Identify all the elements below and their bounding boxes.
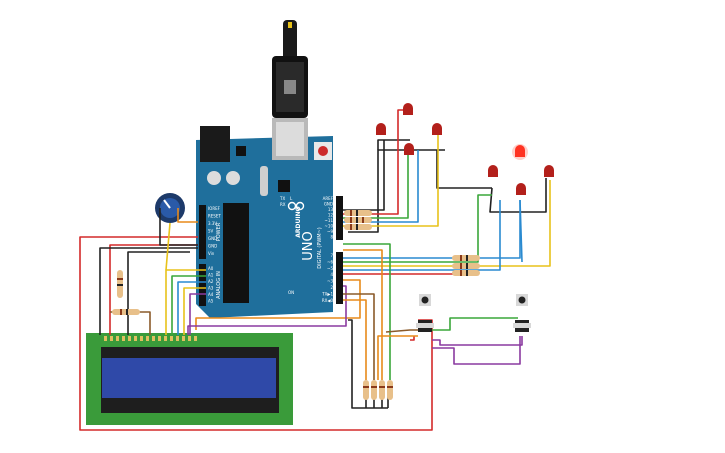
brand-label: ARDUINO <box>295 206 302 237</box>
model-label: UNO <box>301 231 316 260</box>
pushbutton[interactable] <box>513 294 531 332</box>
lcd-pin <box>116 336 119 341</box>
pin-label: ~11 <box>325 218 334 223</box>
arduino-logo-icon <box>287 201 305 211</box>
lcd-pin <box>170 336 173 341</box>
lcd-pin <box>122 336 125 341</box>
lcd-pin <box>188 336 191 341</box>
pin-label: GND <box>208 236 217 241</box>
resistor <box>344 217 372 223</box>
lcd-pin <box>134 336 137 341</box>
pin-label: A3 <box>208 286 214 291</box>
led-red-lit <box>512 144 528 160</box>
lcd-pin <box>146 336 149 341</box>
led-red <box>404 143 414 155</box>
power-jack <box>200 126 230 162</box>
lcd-pin <box>182 336 185 341</box>
microcontroller-chip <box>223 203 249 303</box>
pin-label: ~10 <box>325 224 334 229</box>
digital-label: DIGITAL (PWM~) <box>317 227 323 269</box>
lcd-pin <box>194 336 197 341</box>
led-red <box>432 123 442 135</box>
on-label: ON <box>288 290 294 295</box>
pushbutton[interactable] <box>416 294 434 332</box>
leds <box>376 103 554 195</box>
power-header <box>199 205 206 259</box>
pin-label: A5 <box>208 299 214 304</box>
analog-label: ANALOG IN <box>216 271 222 299</box>
resistor <box>344 210 372 216</box>
led-red <box>544 165 554 177</box>
pin-label: 4 <box>330 272 333 277</box>
l-label: L <box>290 196 293 201</box>
lcd-pin <box>110 336 113 341</box>
crystal-icon <box>260 166 268 196</box>
pin-label: A0 <box>208 266 214 271</box>
resistor <box>387 380 393 400</box>
led-red <box>376 123 386 135</box>
pin-label: 2 <box>330 285 333 290</box>
resistor <box>371 380 377 400</box>
pin-label: 3.3V <box>208 221 217 226</box>
capacitor-icon <box>226 171 240 185</box>
pin-label: ~9 <box>327 229 333 234</box>
lcd-display <box>86 333 293 425</box>
led-red <box>403 103 413 115</box>
pin-label: A1 <box>208 273 214 278</box>
pin-label: 12 <box>328 213 334 218</box>
resistor <box>379 380 385 400</box>
resistor <box>117 270 123 298</box>
lcd-pin <box>104 336 107 341</box>
resistor <box>344 224 372 230</box>
pin-label: AREF <box>323 196 334 201</box>
rx-label: RX <box>280 202 286 207</box>
lcd-pin <box>128 336 131 341</box>
pin-label: 5V <box>208 229 214 234</box>
resistor <box>452 263 480 269</box>
power-pin-labels: IOREF RESET 3.3V 5V GND GND Vin <box>208 206 221 256</box>
pin-label: Vin <box>208 251 215 256</box>
tx-label: TX <box>279 196 285 201</box>
pin-label: GND <box>208 244 217 249</box>
pin-label: IOREF <box>208 206 221 211</box>
pin-label: RESET <box>208 214 221 219</box>
lcd-pin <box>176 336 179 341</box>
resistors <box>112 210 480 400</box>
resistor <box>452 255 480 261</box>
pin-label: 8 <box>330 235 333 240</box>
resistor <box>452 270 480 276</box>
capacitor-icon <box>207 171 221 185</box>
lcd-screen <box>102 358 276 398</box>
analog-header <box>199 264 206 306</box>
pin-label: ~6 <box>327 259 333 264</box>
usb-cable <box>272 20 308 118</box>
pin-label: A2 <box>208 279 214 284</box>
digital-header-top <box>336 196 343 240</box>
power-label: POWER <box>216 222 222 241</box>
pin-label: RX◀0 <box>322 298 334 303</box>
led-red <box>516 183 526 195</box>
pin-label: GND <box>324 202 333 207</box>
resistor <box>363 380 369 400</box>
pin-label: 7 <box>330 253 333 258</box>
lcd-pin <box>152 336 155 341</box>
pin-label: TX▶1 <box>321 291 333 296</box>
lcd-pin <box>164 336 167 341</box>
pin-label: 13 <box>328 207 334 212</box>
pin-label: ~5 <box>327 266 333 271</box>
resistor <box>112 309 140 315</box>
lcd-pin <box>140 336 143 341</box>
lcd-pin <box>158 336 161 341</box>
led-red <box>488 165 498 177</box>
pin-label: A4 <box>208 292 214 297</box>
pin-label: ~3 <box>327 279 333 284</box>
digital-header-bottom <box>336 252 343 304</box>
